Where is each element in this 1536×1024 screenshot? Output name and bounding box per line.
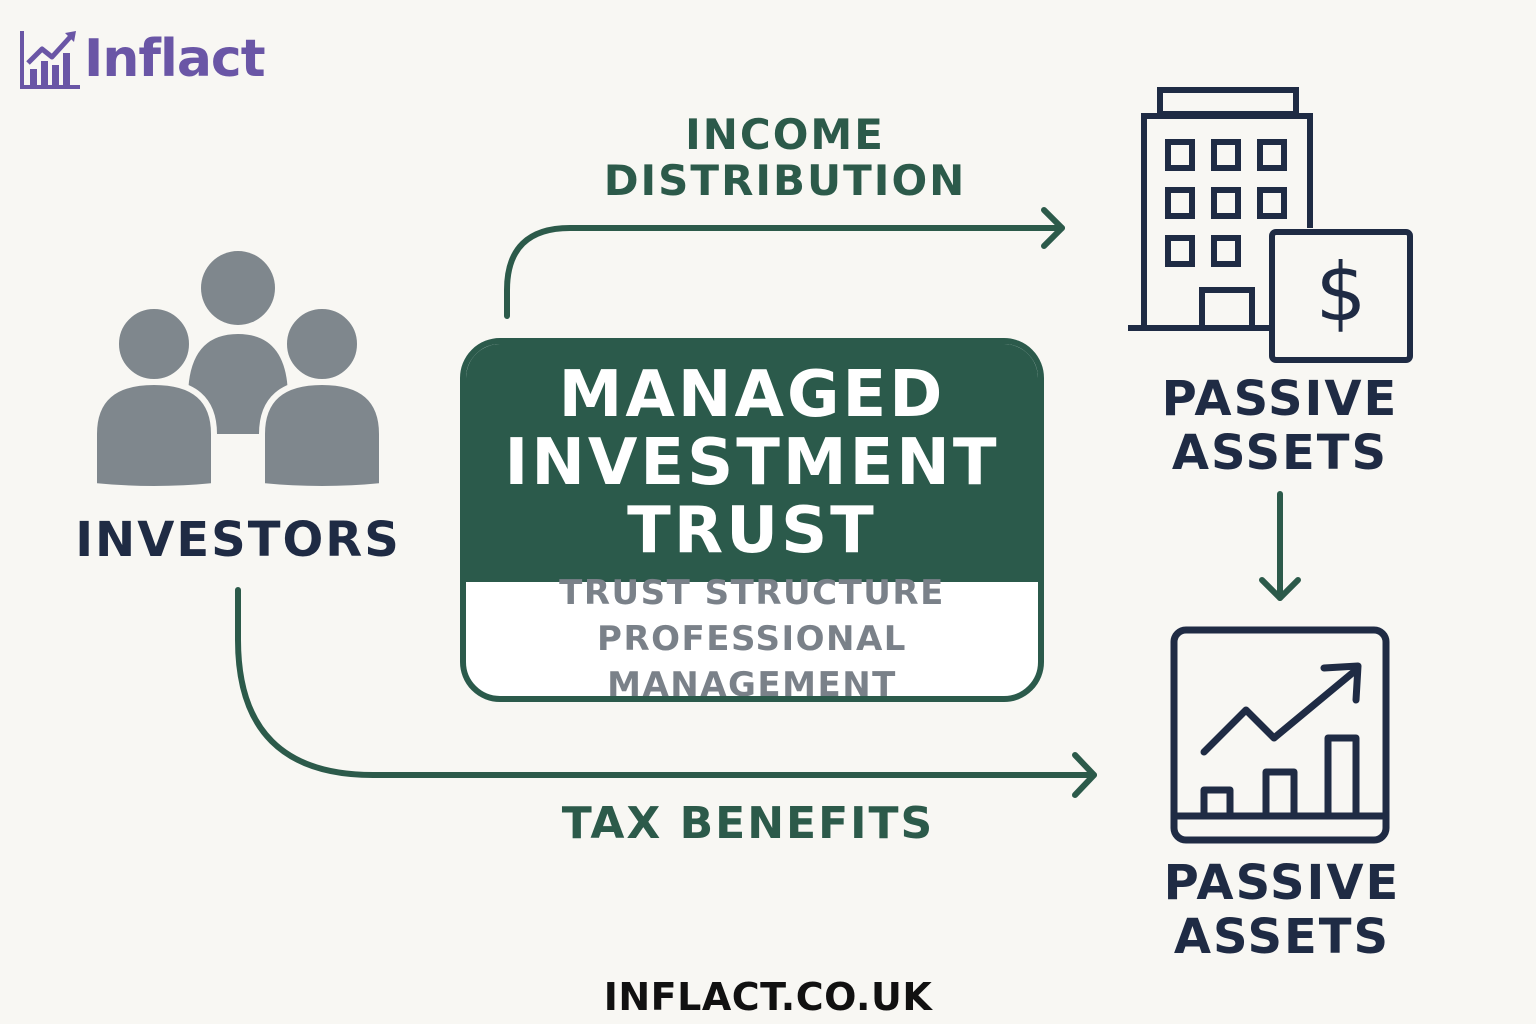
income-label-line2: DISTRIBUTION — [603, 156, 967, 205]
people-group-icon — [91, 251, 385, 492]
passive-assets-top-line2: ASSETS — [1171, 425, 1389, 481]
tax-benefits-arrow — [235, 587, 1097, 778]
investors-label: INVESTORS — [75, 512, 401, 568]
tax-arrowhead — [1072, 752, 1097, 798]
brand-name: Inflact — [84, 29, 266, 89]
income-distribution-label: INCOME DISTRIBUTION — [560, 112, 1010, 204]
passive-assets-top-line1: PASSIVE — [1161, 371, 1399, 427]
passive-assets-bottom-line1: PASSIVE — [1163, 855, 1401, 911]
professional-management-text: PROFESSIONAL MANAGEMENT — [597, 619, 907, 702]
growth-chart-icon — [1170, 626, 1390, 844]
passive-assets-bottom-label: PASSIVE ASSETS — [1132, 856, 1432, 964]
trust-subtitle-panel: TRUST STRUCTURE PROFESSIONAL MANAGEMENT — [466, 573, 1038, 696]
trust-structure-text: TRUST STRUCTURE — [559, 573, 945, 613]
assets-down-arrowhead — [1259, 577, 1301, 601]
trust-title-panel: MANAGED INVESTMENT TRUST — [466, 344, 1038, 582]
bar-chart-icon — [20, 31, 80, 89]
trust-title: MANAGED INVESTMENT TRUST — [504, 358, 1000, 568]
passive-assets-top-label: PASSIVE ASSETS — [1130, 372, 1430, 480]
income-arrowhead — [1041, 207, 1065, 249]
income-distribution-arrow — [504, 225, 1065, 319]
footer-url: INFLACT.CO.UK — [603, 975, 933, 1019]
building-dollar-icon: $ — [1128, 87, 1413, 363]
tax-benefits-label: TAX BENEFITS — [561, 798, 935, 849]
passive-assets-bottom-line2: ASSETS — [1173, 909, 1391, 965]
managed-investment-trust-box: MANAGED INVESTMENT TRUST TRUST STRUCTURE… — [460, 338, 1044, 702]
income-label-line1: INCOME — [685, 110, 885, 159]
svg-text:$: $ — [1316, 246, 1367, 339]
brand-logo: Inflact — [18, 26, 266, 92]
